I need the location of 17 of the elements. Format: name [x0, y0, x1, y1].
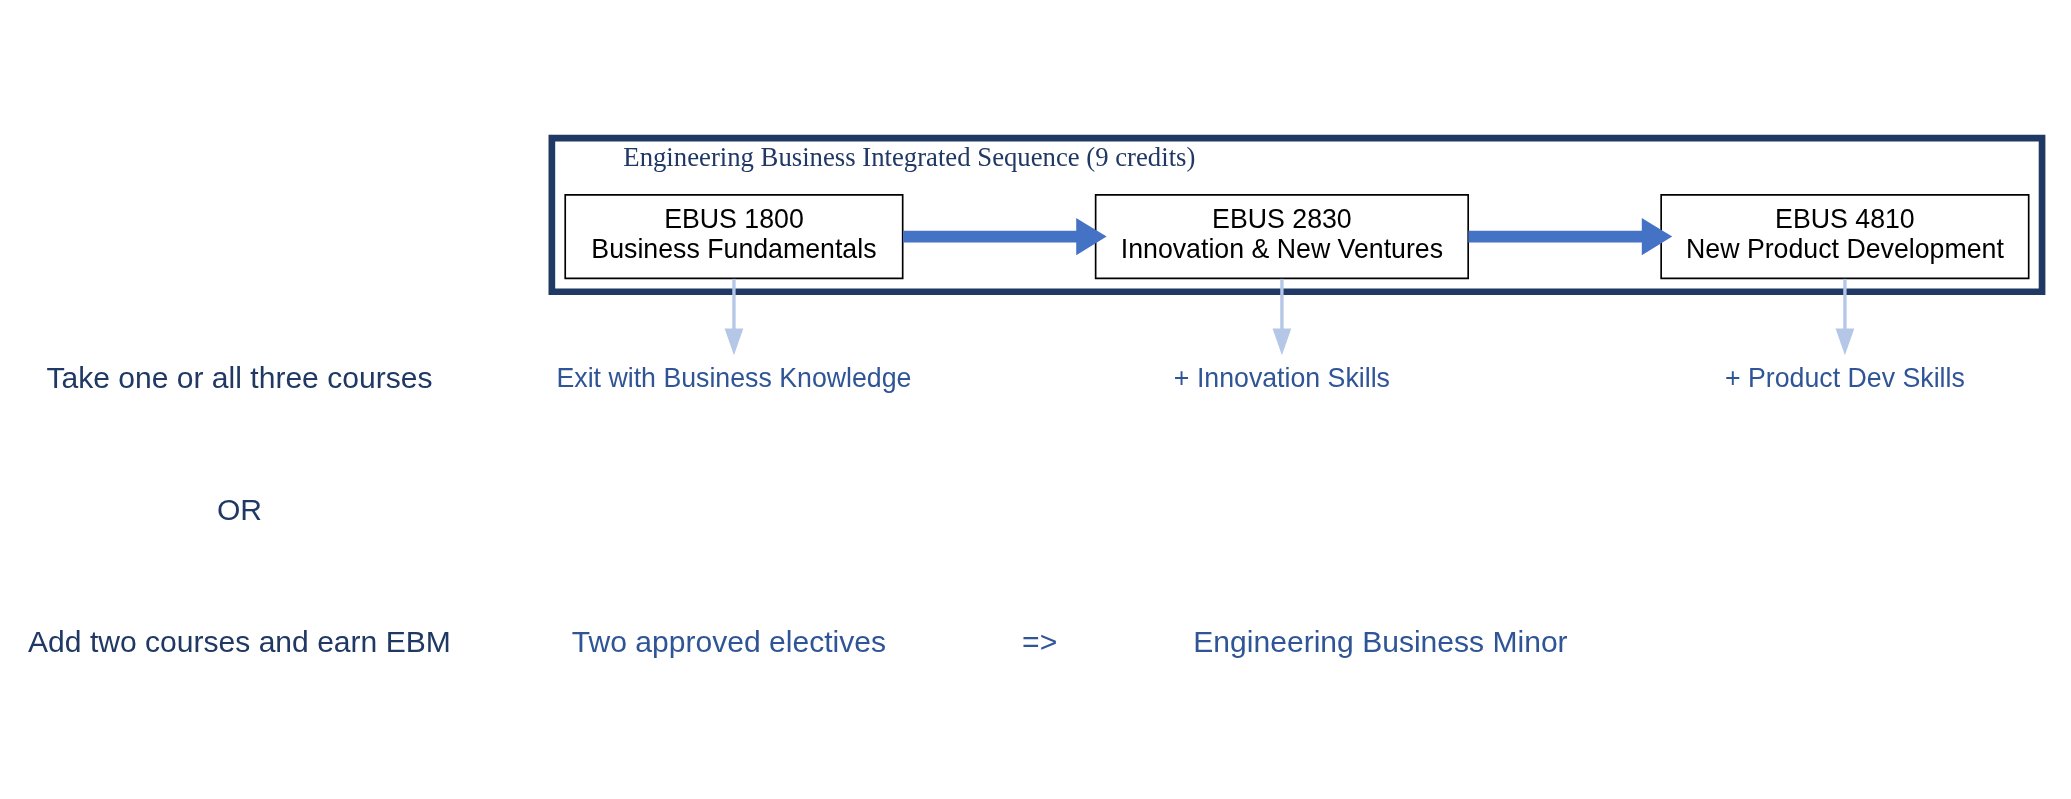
label: Two approved electives: [571, 624, 887, 658]
arrow: [724, 278, 744, 356]
node-text: + Innovation Skills: [1173, 362, 1390, 393]
arrow: [1272, 278, 1292, 356]
label: Take one or all three courses: [46, 360, 433, 394]
node-box: EBUS 1800 Business Fundamentals: [564, 194, 904, 280]
node-box: EBUS 4810 New Product Development: [1660, 194, 2030, 280]
label: Engineering Business Minor: [1193, 624, 1568, 658]
node-box: EBUS 2830 Innovation & New Ventures: [1094, 194, 1470, 280]
arrow: [903, 218, 1107, 256]
node-text: + Product Dev Skills: [1725, 362, 1965, 393]
label: Add two courses and earn EBM: [28, 624, 451, 658]
arrow: [1835, 278, 1855, 356]
label: =>: [1022, 624, 1058, 658]
arrow: [1468, 218, 1673, 256]
node-text: Exit with Business Knowledge: [556, 362, 912, 393]
label: OR: [216, 492, 262, 526]
